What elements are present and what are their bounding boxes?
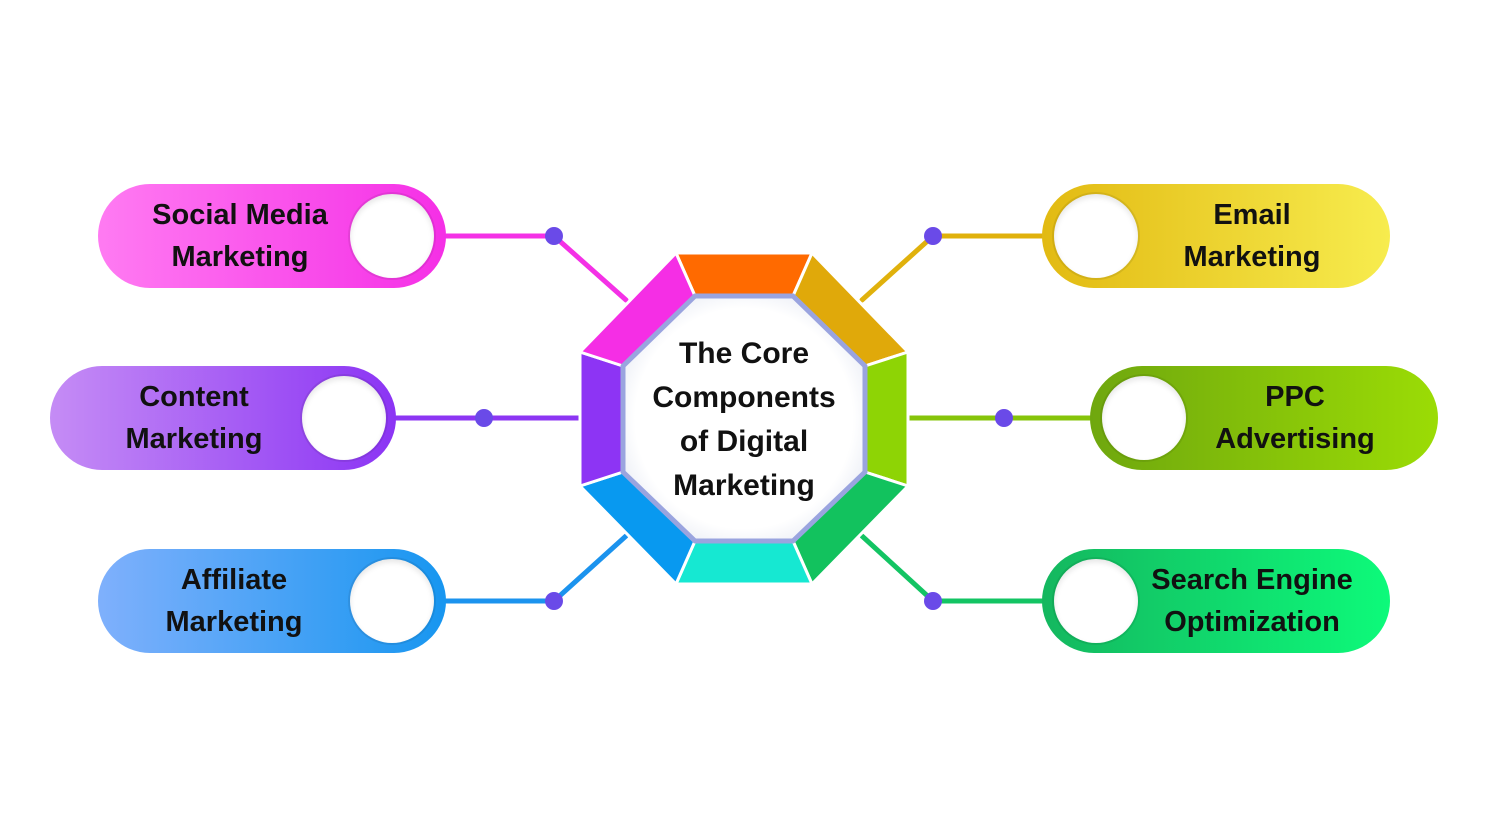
- node-email-marketing: Email Marketing: [1042, 184, 1390, 288]
- node-label: Search Engine Optimization: [1138, 549, 1366, 653]
- octagon-segment-bottom: [674, 539, 814, 586]
- connector-seo: [859, 533, 1051, 604]
- label-line-1: Affiliate: [180, 564, 288, 596]
- dot-social-media: [545, 227, 563, 245]
- label-line-2: Marketing: [171, 241, 309, 273]
- node-search-engine-optimization: Search Engine Optimization: [1042, 549, 1390, 653]
- label-line-1: Email: [1213, 199, 1291, 231]
- node-circle: [1102, 376, 1186, 460]
- label-line-2: Optimization: [1164, 606, 1340, 638]
- label-line-1: Search Engine: [1151, 564, 1353, 596]
- label-line-2: Marketing: [1183, 241, 1321, 273]
- node-label: Social Media Marketing: [128, 184, 352, 288]
- dot-seo: [924, 592, 942, 610]
- connector-social-media: [437, 233, 629, 303]
- center-title-line-4: Marketing: [673, 469, 815, 502]
- dot-email: [924, 227, 942, 245]
- octagon-segment-top: [674, 251, 814, 298]
- label-line-2: Advertising: [1215, 423, 1375, 455]
- center-title-line-1: The Core: [678, 337, 810, 370]
- label-line-1: PPC: [1265, 381, 1325, 413]
- node-circle: [302, 376, 386, 460]
- node-social-media-marketing: Social Media Marketing: [98, 184, 446, 288]
- node-circle: [1054, 559, 1138, 643]
- node-label: PPC Advertising: [1190, 366, 1400, 470]
- node-content-marketing: Content Marketing: [50, 366, 396, 470]
- connector-email: [859, 233, 1051, 303]
- octagon-segment-left: [578, 350, 625, 488]
- node-circle: [350, 559, 434, 643]
- node-affiliate-marketing: Affiliate Marketing: [98, 549, 446, 653]
- node-label: Content Marketing: [86, 366, 302, 470]
- center-octagon: [578, 251, 910, 586]
- node-ppc-advertising: PPC Advertising: [1090, 366, 1438, 470]
- dot-ppc: [995, 409, 1013, 427]
- label-line-2: Marketing: [125, 423, 263, 455]
- label-line-1: Social Media: [152, 199, 328, 231]
- node-label: Affiliate Marketing: [128, 549, 340, 653]
- connector-affiliate: [437, 533, 629, 604]
- octagon-segment-right: [863, 350, 910, 488]
- node-circle: [1054, 194, 1138, 278]
- center-title-line-3: of Digital: [679, 425, 809, 458]
- node-label: Email Marketing: [1142, 184, 1362, 288]
- node-circle: [350, 194, 434, 278]
- dot-affiliate: [545, 592, 563, 610]
- center-title: The Core Components of Digital Marketing: [624, 330, 864, 510]
- center-title-line-2: Components: [652, 381, 836, 414]
- center-octagon-inner: [620, 293, 868, 544]
- dot-content: [475, 409, 493, 427]
- label-line-2: Marketing: [165, 606, 303, 638]
- label-line-1: Content: [139, 381, 249, 413]
